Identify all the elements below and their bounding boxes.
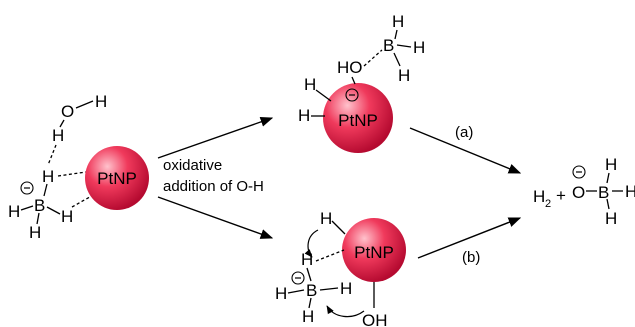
product-hydrogen-top: H [605,155,617,174]
product-hydrogen-bottom: H [605,209,617,228]
arrow-pathway-b [417,217,522,259]
bh4-hydrogen-left: H [8,202,20,221]
bh4-hydrogen-bottom: H [29,223,41,242]
bond-b-h [36,212,40,225]
negative-charge-icon [20,181,34,195]
bond-b-h [606,198,610,210]
nanoparticle-label: PtNP [338,111,378,130]
platinum-nanoparticle [85,146,149,210]
bond-b-h [306,267,312,282]
pt-h-interaction-dash [315,249,345,262]
lower-intermediate: PtNP H H B H H H OH [275,209,406,327]
hydroxyborate-oxygen: O [572,183,585,202]
bond-b-h [43,183,48,197]
boron-atom: B [598,183,609,202]
bh3-hydrogen-right: H [413,38,425,57]
curly-arrow-icon [304,229,319,258]
boron-atom: B [306,281,317,300]
nanoparticle-label: PtNP [97,169,137,188]
bond-o-h [59,119,65,128]
bond-b-h [606,172,610,184]
water-oxygen: O [61,102,74,121]
dihydrogen-subscript: 2 [545,198,551,210]
product-hydrogen-right: H [625,182,635,201]
step-label-line1: oxidative [163,157,222,174]
bond-b-h [319,287,339,291]
pt-hydride-h2: H [298,106,310,125]
water-hydrogen-1: H [95,92,107,111]
bond-o-h [75,100,94,109]
platinum-nanoparticle [342,218,406,282]
bond-b-h [46,206,61,215]
bh4-hydrogen-bottom: H [302,307,314,326]
negative-charge-icon [572,165,586,179]
dihydrogen-h: H [533,187,545,206]
arrow-to-upper-intermediate [157,116,274,159]
arrow-pathway-a [409,127,522,174]
bh4-hydrogen-top: H [42,167,54,186]
bond-b-h [20,205,34,211]
bh4-hydrogen-right: H [340,279,352,298]
bond-o-pt [351,76,356,85]
bond-b-h [287,289,305,294]
bh4-hydrogen-top: H [301,250,313,269]
reactant-complex: O H H H B H H H PtNP [8,92,149,242]
bh3-hydrogen-top: H [392,12,404,31]
platinum-nanoparticle [323,83,393,153]
boron-atom: B [383,36,394,55]
nanoparticle-label: PtNP [354,243,394,262]
bond-b-h [393,52,401,67]
negative-charge-icon [345,88,359,102]
o-b-interaction-dash [363,49,383,67]
hydroxyl-group: HO [337,58,363,77]
boron-atom: B [34,196,45,215]
plus-sign: + [556,186,566,205]
surface-hydrogen: H [320,209,332,228]
pt-hydride-h1: H [304,75,316,94]
pathway-b-label: (b) [462,249,480,266]
bond-h-pt [315,89,332,102]
bond-b-h [308,297,312,309]
step-label-line2: addition of O-H [163,178,264,195]
pathway-a-label: (a) [455,124,473,141]
bond-b-h [396,44,412,48]
water-hydrogen-2: H [52,126,64,145]
hydrogen-bond-dash [47,144,57,166]
arrow-to-lower-intermediate [157,196,274,239]
bond-b-h [394,29,398,40]
hydroxyl-group: OH [362,311,388,327]
upper-intermediate: PtNP HO B H H H H H [298,12,425,153]
products: H 2 + O B H H H [533,155,635,228]
bh4-hydrogen-left: H [275,284,287,303]
negative-charge-icon [291,271,305,285]
bond-h-pt [331,220,346,235]
bh4-hydrogen-right: H [61,207,73,226]
curly-arrow-icon [326,305,365,318]
bh3-hydrogen-bottom: H [398,66,410,85]
